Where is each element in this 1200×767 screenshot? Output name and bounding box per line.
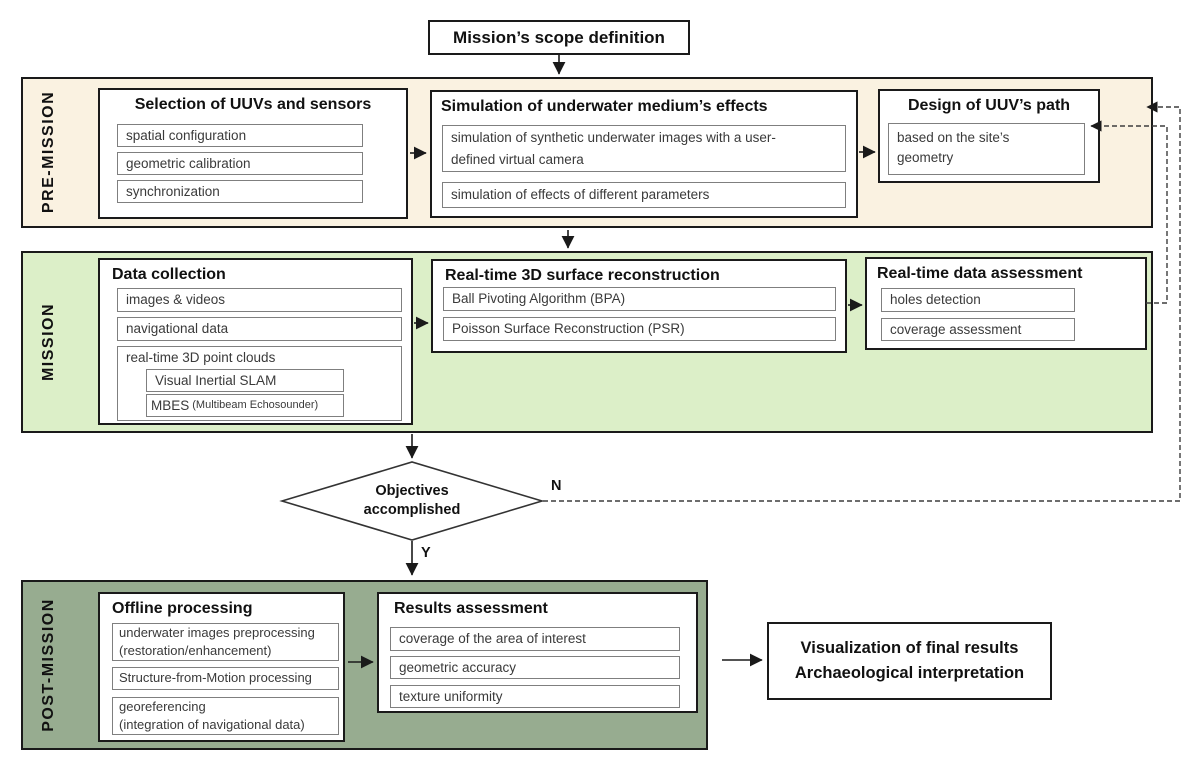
results-item-accuracy: geometric accuracy — [390, 656, 680, 679]
offline-item-georeferencing: georeferencing (integration of navigatio… — [112, 697, 339, 735]
point-clouds-item-slam: Visual Inertial SLAM — [146, 369, 344, 392]
post-mission-band-label: POST-MISSION — [40, 598, 57, 732]
simulation-item-parameters: simulation of effects of different param… — [442, 182, 846, 208]
scope-definition-label: Mission’s scope definition — [453, 27, 665, 47]
decision-yes-label: Y — [421, 545, 431, 561]
results-item-texture: texture uniformity — [390, 685, 680, 708]
pre-mission-band-label: PRE-MISSION — [40, 90, 57, 214]
data-collection-title: Data collection — [112, 266, 226, 283]
data-item-images-videos: images & videos — [117, 288, 402, 312]
point-clouds-label: real-time 3D point clouds — [126, 350, 276, 365]
reconstruction-item-psr: Poisson Surface Reconstruction (PSR) — [443, 317, 836, 341]
data-item-navigational-data: navigational data — [117, 317, 402, 341]
selection-uuvs-title: Selection of UUVs and sensors — [134, 96, 372, 113]
scope-definition-box: Mission’s scope definition — [428, 20, 690, 55]
assessment-item-holes: holes detection — [881, 288, 1075, 312]
surface-reconstruction-title: Real-time 3D surface reconstruction — [445, 267, 720, 284]
selection-item-geometric-calibration: geometric calibration — [117, 152, 363, 175]
offline-item-preprocessing: underwater images preprocessing (restora… — [112, 623, 339, 661]
mbes-detail-label: (Multibeam Echosounder) — [192, 398, 319, 411]
point-clouds-item-mbes: MBES (Multibeam Echosounder) — [146, 394, 344, 417]
results-assessment-title: Results assessment — [394, 600, 548, 617]
mbes-label: MBES — [151, 397, 190, 413]
simulation-title: Simulation of underwater medium’s effect… — [441, 98, 768, 115]
design-path-item-geometry: based on the site’s geometry — [888, 123, 1085, 175]
offline-item-sfm: Structure-from-Motion processing — [112, 667, 339, 690]
decision-diamond-label: Objectives accomplished — [363, 483, 461, 518]
decision-no-label: N — [551, 478, 562, 494]
data-assessment-title: Real-time data assessment — [877, 265, 1083, 282]
mission-band-label: MISSION — [40, 302, 57, 382]
assessment-item-coverage: coverage assessment — [881, 318, 1075, 341]
results-item-coverage: coverage of the area of interest — [390, 627, 680, 651]
selection-item-spatial-configuration: spatial configuration — [117, 124, 363, 147]
offline-processing-title: Offline processing — [112, 600, 253, 617]
selection-item-synchronization: synchronization — [117, 180, 363, 203]
simulation-item-synthetic-images: simulation of synthetic underwater image… — [442, 125, 846, 172]
reconstruction-item-bpa: Ball Pivoting Algorithm (BPA) — [443, 287, 836, 311]
visualization-box: Visualization of final results Archaeolo… — [767, 622, 1052, 700]
design-path-title: Design of UUV’s path — [907, 97, 1071, 114]
